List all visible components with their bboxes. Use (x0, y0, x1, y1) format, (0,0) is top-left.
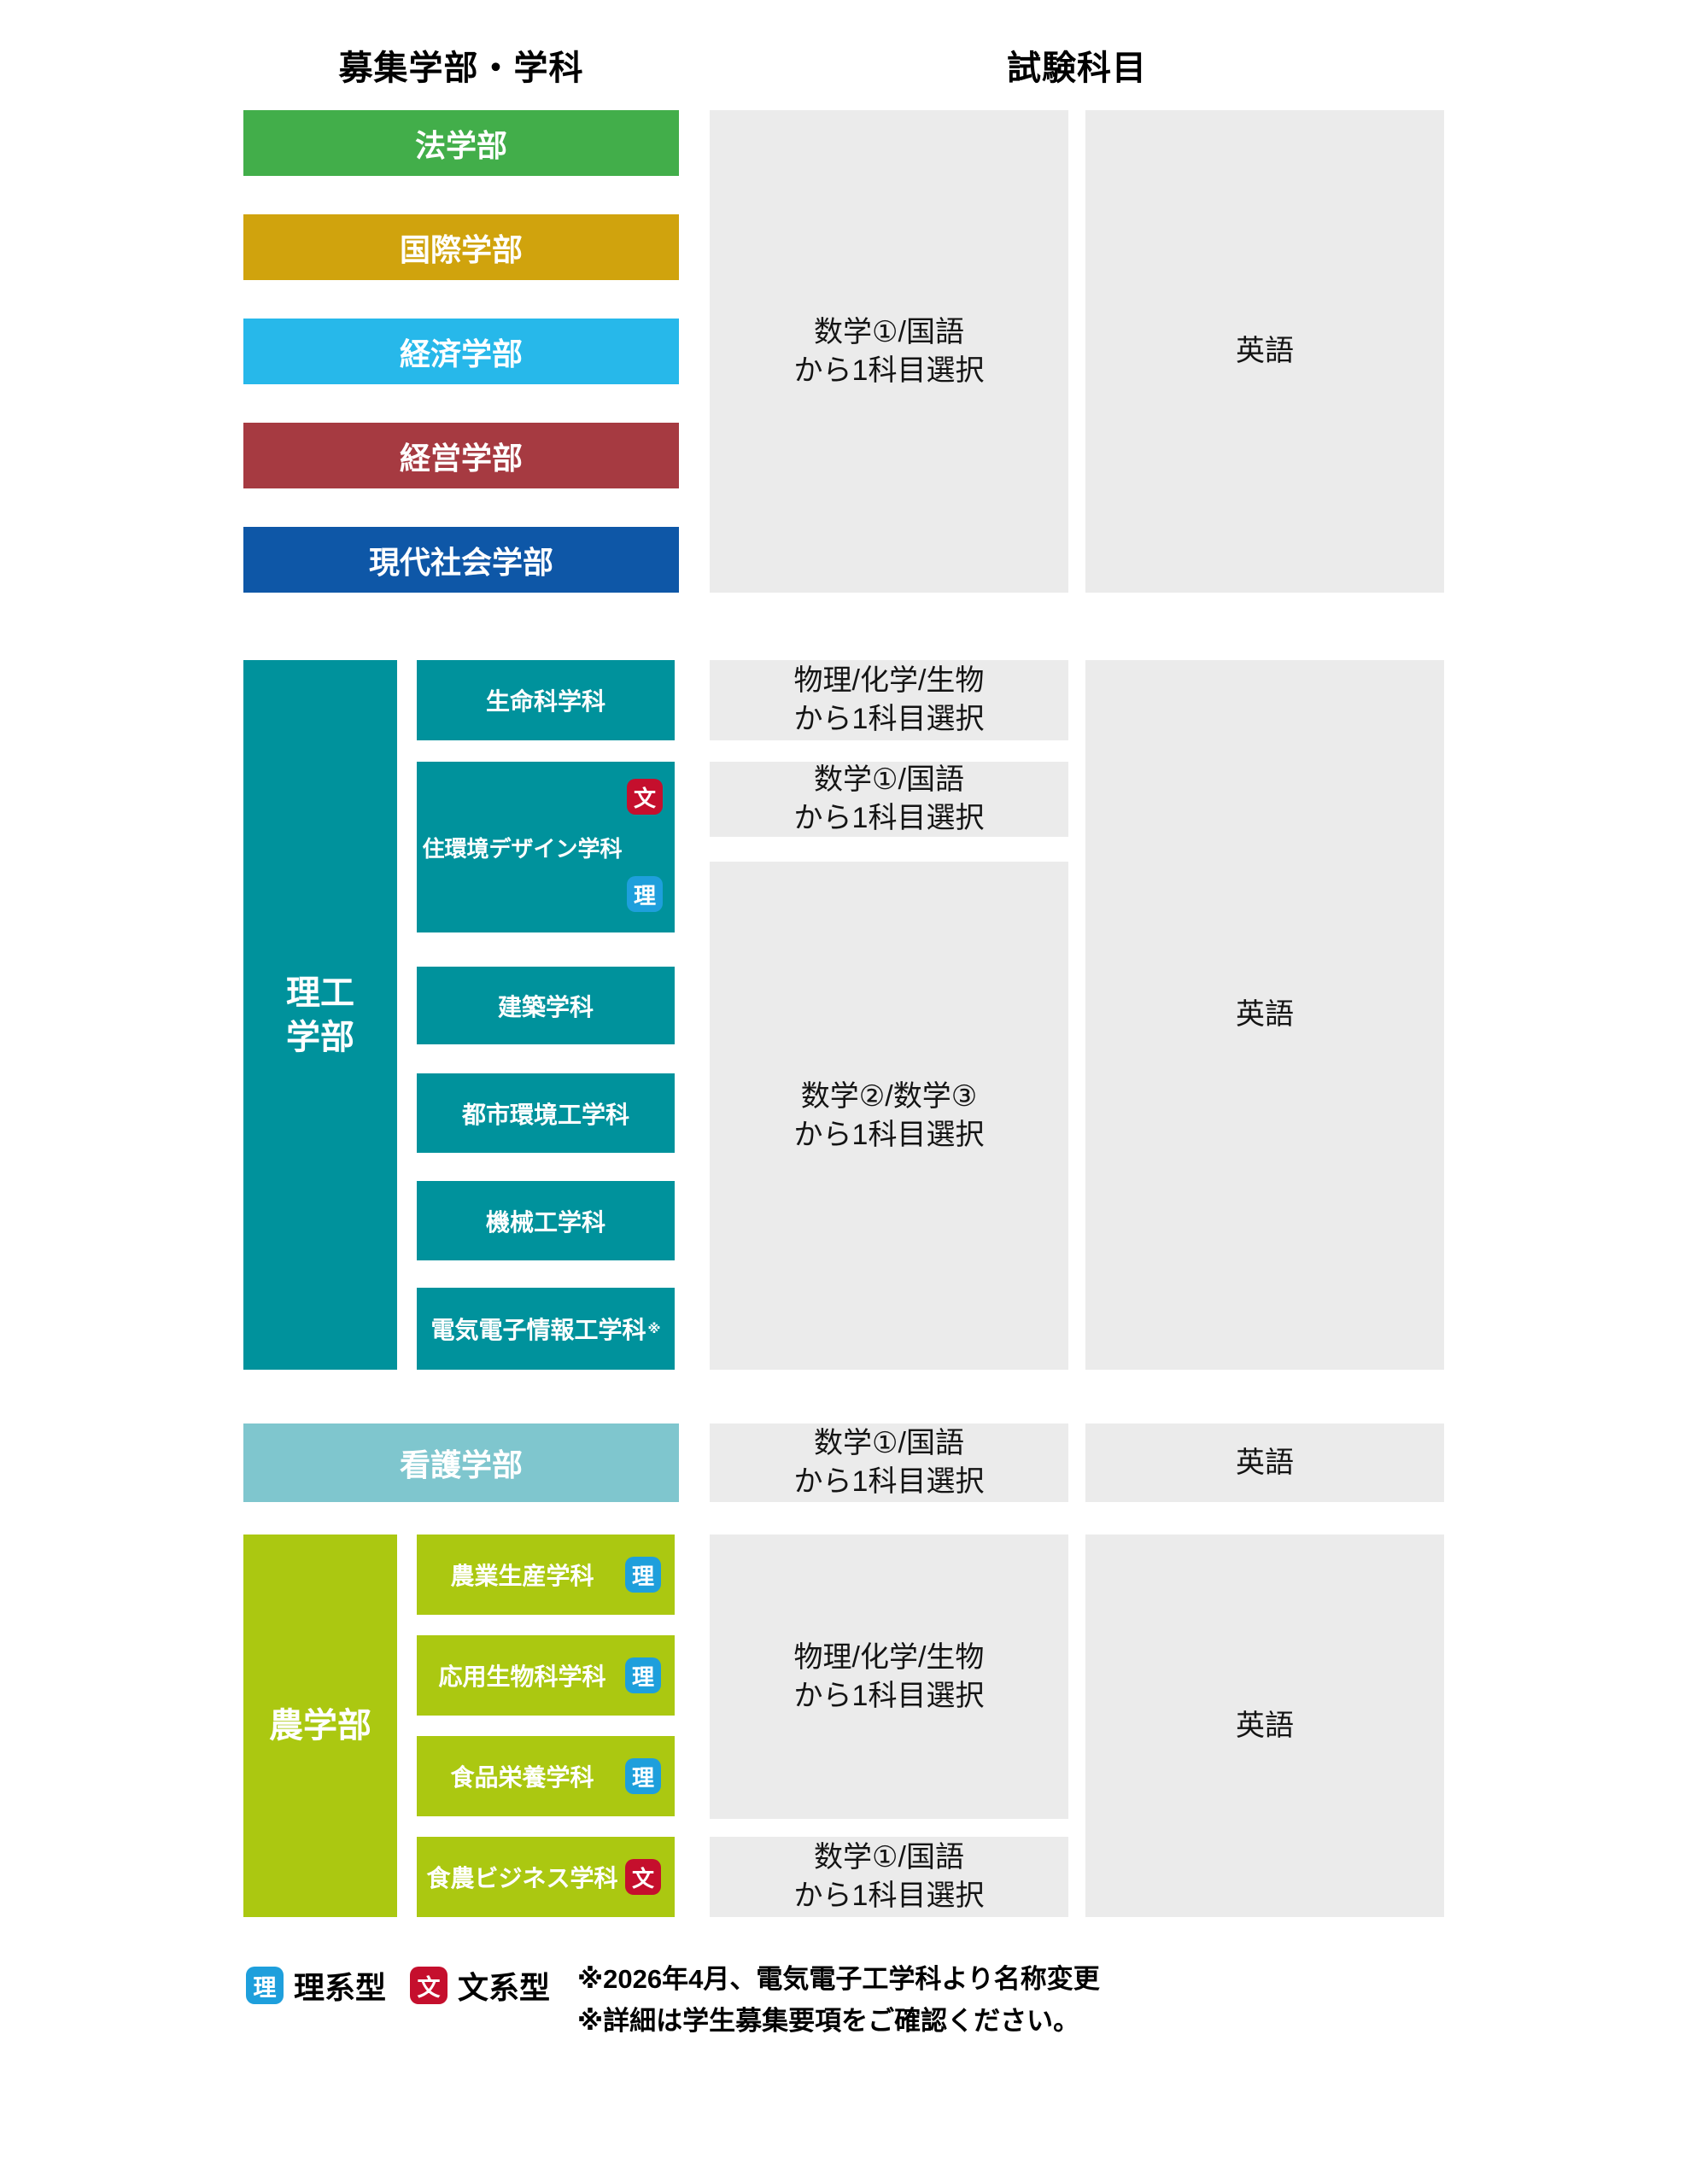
exam-box-nursing-choice: 数学①/国語 から1科目選択 (710, 1423, 1068, 1502)
dept-label: 住環境デザイン学科 (422, 835, 623, 862)
dept-bar-agricultural-production: 農業生産学科 理 (417, 1535, 675, 1615)
dept-bar-housing-design: 文 住環境デザイン学科 理 (417, 762, 675, 932)
dept-label: 建築学科 (497, 993, 594, 1020)
dept-label: 食品栄養学科 (450, 1764, 594, 1791)
science-type-badge: 理 (625, 1657, 661, 1693)
faculty-bar-international: 国際学部 (243, 214, 679, 280)
science-type-badge: 理 (625, 1758, 661, 1794)
faculty-label: 経済学部 (399, 336, 523, 371)
exam-box-scitech-english: 英語 (1085, 660, 1444, 1370)
exam-box-agri-english: 英語 (1085, 1535, 1444, 1917)
liberal-arts-type-badge: 文 (625, 1859, 661, 1895)
faculty-bar-modern-society: 現代社会学部 (243, 527, 679, 593)
dept-bar-life-science: 生命科学科 (417, 660, 675, 740)
faculties-column-header: 募集学部・学科 (338, 50, 584, 87)
footnote-guidelines: ※詳細は学生募集要項をご確認ください。 (577, 2005, 1080, 2036)
exam-subjects-column-header: 試験科目 (1007, 50, 1147, 87)
science-type-label: 理系型 (294, 1970, 387, 2005)
dept-label: 機械工学科 (485, 1208, 605, 1236)
faculty-bar-business: 経営学部 (243, 423, 679, 488)
exam-box-agri-math1-japanese: 数学①/国語 から1科目選択 (710, 1837, 1068, 1917)
faculty-label: 看護学部 (399, 1447, 523, 1482)
exam-box-nursing-english: 英語 (1085, 1423, 1444, 1502)
dept-bar-food-agribusiness: 食農ビジネス学科 文 (417, 1837, 675, 1917)
exam-box-top-english: 英語 (1085, 110, 1444, 593)
dept-label: 電気電子情報工学科 (430, 1317, 646, 1343)
science-type-badge: 理 (625, 1557, 661, 1593)
dept-label: 農業生産学科 (450, 1563, 594, 1589)
dept-label: 食農ビジネス学科 (426, 1865, 618, 1891)
dept-label: 応用生物科学科 (438, 1663, 606, 1690)
faculty-block-sci-tech: 理工 学部 (243, 660, 397, 1370)
faculty-label: 経営学部 (399, 440, 523, 476)
exam-box-math2-math3: 数学②/数学③ から1科目選択 (710, 862, 1068, 1370)
science-type-badge: 理 (627, 876, 663, 912)
legend: 理 理系型 文 文系型 (246, 1963, 550, 2008)
dept-bar-applied-bioscience: 応用生物科学科 理 (417, 1635, 675, 1716)
dept-label: 生命科学科 (485, 688, 605, 715)
dept-bar-urban-environment: 都市環境工学科 (417, 1073, 675, 1153)
science-type-badge: 理 (246, 1967, 284, 2004)
liberal-arts-type-badge: 文 (410, 1967, 448, 2004)
faculty-label: 法学部 (414, 127, 507, 163)
liberal-arts-type-badge: 文 (627, 779, 663, 815)
faculty-bar-economics: 経済学部 (243, 319, 679, 384)
faculty-bar-nursing: 看護学部 (243, 1423, 679, 1502)
exam-box-top-choice: 数学①/国語 から1科目選択 (710, 110, 1068, 593)
dept-label: 都市環境工学科 (461, 1101, 629, 1128)
dept-bar-food-nutrition: 食品栄養学科 理 (417, 1736, 675, 1816)
dept-bar-architecture: 建築学科 (417, 967, 675, 1044)
exam-box-science-choice: 物理/化学/生物 から1科目選択 (710, 660, 1068, 740)
footnote-mark: ※ (647, 1321, 661, 1336)
faculty-bar-law: 法学部 (243, 110, 679, 176)
footnote-rename: ※2026年4月、電気電子工学科より名称変更 (577, 1964, 1100, 1994)
dept-bar-electrical-info: 電気電子情報工学科※ (417, 1288, 675, 1370)
liberal-arts-type-label: 文系型 (458, 1970, 551, 2005)
faculty-label: 現代社会学部 (368, 544, 553, 580)
faculty-block-agriculture: 農学部 (243, 1535, 397, 1917)
exam-box-agri-science-choice: 物理/化学/生物 から1科目選択 (710, 1535, 1068, 1819)
dept-bar-mechanical: 機械工学科 (417, 1181, 675, 1260)
faculty-label: 国際学部 (399, 231, 523, 267)
footnotes: ※2026年4月、電気電子工学科より名称変更 ※詳細は学生募集要項をご確認くださ… (577, 1959, 1100, 2043)
exam-box-math1-japanese: 数学①/国語 から1科目選択 (710, 762, 1068, 837)
